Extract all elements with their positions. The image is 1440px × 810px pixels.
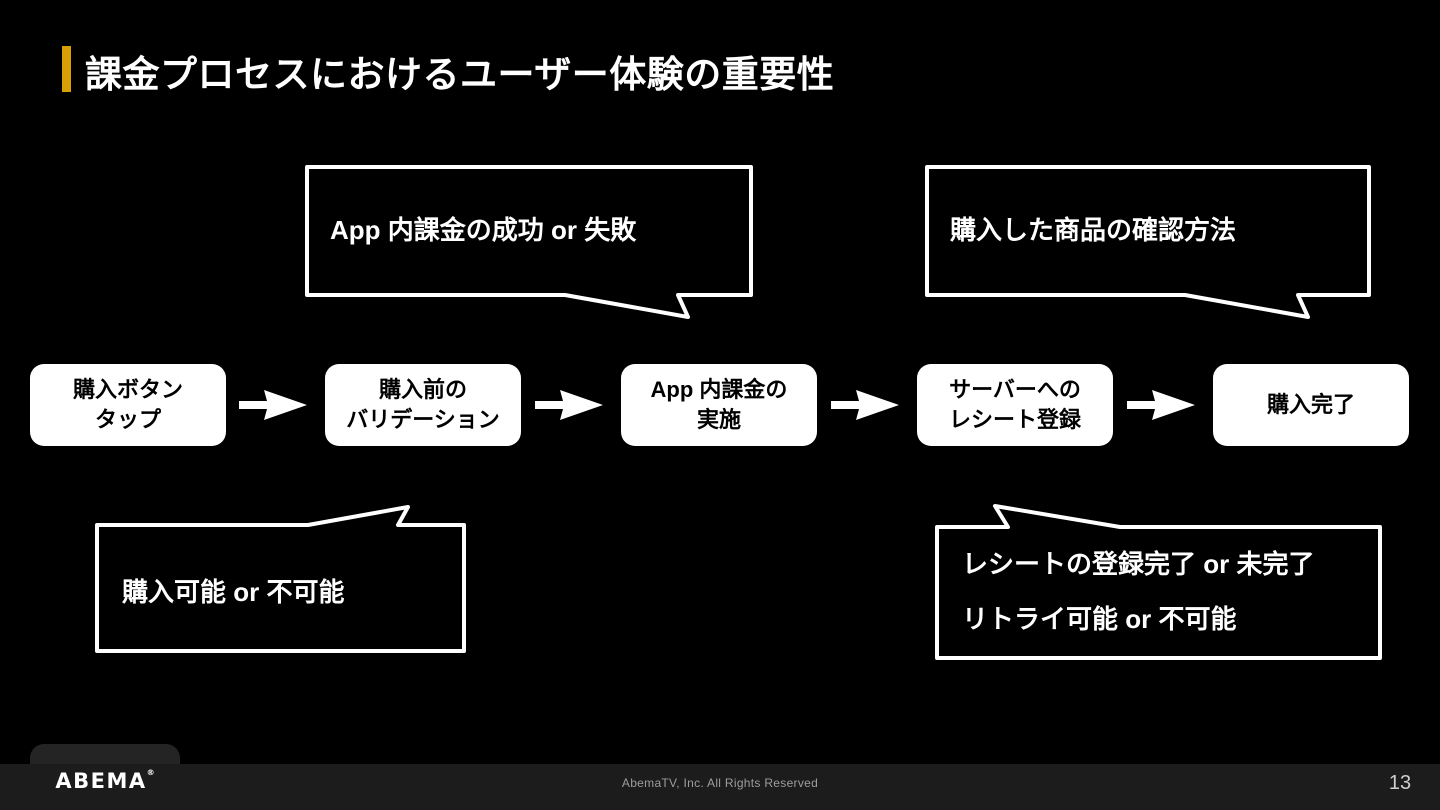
step-label-line: 実施	[696, 407, 741, 432]
flow-step-pre-purchase-validation: 購入前の バリデーション	[325, 364, 521, 446]
page-title: 課金プロセスにおけるユーザー体験の重要性	[85, 54, 835, 95]
callout-product-confirmation-bubble	[925, 165, 1371, 319]
flow-arrow-icon	[239, 390, 307, 420]
flow-arrow-icon	[535, 390, 603, 420]
step-label-line: 購入完了	[1266, 392, 1355, 418]
callout-receipt-status-text-line2: リトライ可能 or 不可能	[962, 604, 1237, 634]
title-accent-bar	[62, 46, 71, 92]
callout-product-confirmation-text: 購入した商品の確認方法	[950, 215, 1237, 245]
step-label-line: レシート登録	[948, 407, 1081, 432]
callout-iap-result-bubble	[305, 165, 753, 319]
step-label-line: タップ	[94, 407, 161, 432]
callout-receipt-status-bubble	[935, 504, 1382, 660]
flow-arrow-icon	[1127, 390, 1195, 420]
flow-step-in-app-purchase: App 内課金の 実施	[621, 364, 817, 446]
footer-bar	[0, 764, 1440, 810]
abema-logo: ABEMA®	[30, 769, 180, 794]
step-label-line: 購入ボタン	[72, 377, 183, 403]
callout-iap-result-text: App 内課金の成功 or 失敗	[330, 215, 637, 245]
abema-logo-text: ABEMA	[55, 769, 147, 793]
step-label-line: 購入前の	[378, 377, 467, 403]
flow-step-purchase-complete: 購入完了	[1213, 364, 1409, 446]
page-number: 13	[1388, 772, 1412, 794]
callout-receipt-status-text-line1: レシートの登録完了 or 未完了	[962, 549, 1315, 579]
flow-arrow-icon	[831, 390, 899, 420]
callout-purchasable-bubble	[95, 505, 466, 653]
step-label-line: App 内課金の	[650, 377, 788, 403]
step-label-line: バリデーション	[346, 407, 500, 432]
callout-purchasable-text: 購入可能 or 不可能	[122, 577, 345, 607]
flow-step-server-receipt-registration: サーバーへの レシート登録	[917, 364, 1113, 446]
flow-step-purchase-button-tap: 購入ボタン タップ	[30, 364, 226, 446]
copyright-text: AbemaTV, Inc. All Rights Reserved	[621, 776, 819, 790]
step-label-line: サーバーへの	[949, 377, 1081, 403]
registered-trademark-icon: ®	[146, 768, 155, 777]
